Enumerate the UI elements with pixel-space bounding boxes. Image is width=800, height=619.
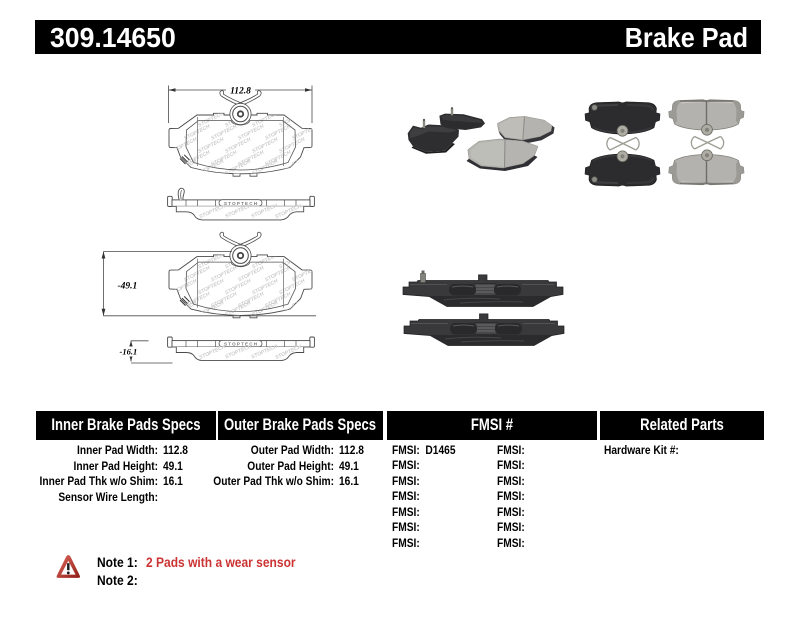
svg-text:-16.1: -16.1 <box>120 347 138 357</box>
svg-text:112.8: 112.8 <box>230 86 251 96</box>
svg-text:-49.1: -49.1 <box>118 282 138 292</box>
